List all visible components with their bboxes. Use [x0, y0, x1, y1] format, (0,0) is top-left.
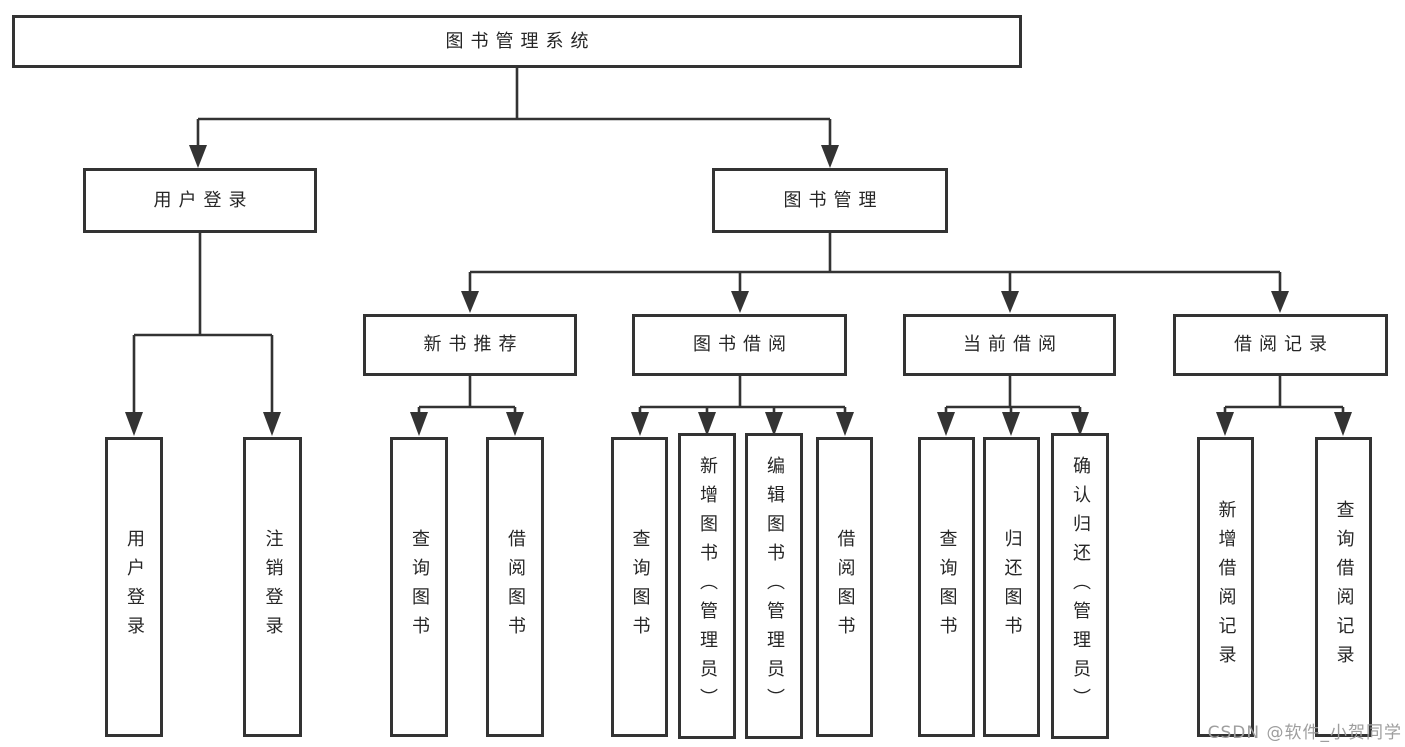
arrow-down-icon — [125, 412, 143, 436]
node-book-borrow: 图书借阅 — [632, 314, 847, 376]
node-book-management: 图书管理 — [712, 168, 948, 233]
leaf-add-borrow-record: 新增借阅记录 — [1197, 437, 1254, 737]
leaf-user-login: 用户登录 — [105, 437, 163, 737]
watermark: CSDN @软件_小贺同学 — [1207, 723, 1402, 743]
node-library-system: 图书管理系统 — [12, 15, 1022, 68]
leaf-logout: 注销登录 — [243, 437, 302, 737]
arrow-down-icon — [461, 291, 479, 313]
connector-new-book-recommend — [410, 376, 524, 436]
arrow-down-icon — [765, 412, 783, 436]
leaf-borrow-book: 借阅图书 — [816, 437, 873, 737]
arrow-down-icon — [1001, 291, 1019, 313]
leaf-query-borrow-record: 查询借阅记录 — [1315, 437, 1372, 737]
arrow-down-icon — [836, 412, 854, 436]
connector-book-management — [461, 233, 1289, 313]
arrow-down-icon — [1334, 412, 1352, 436]
connector-user-login — [125, 233, 281, 436]
connector-current-borrow — [937, 376, 1089, 436]
connector-borrow-record — [1216, 376, 1352, 436]
arrow-down-icon — [263, 412, 281, 436]
leaf-edit-book-admin: 编辑图书（管理员） — [745, 433, 803, 739]
arrow-down-icon — [1271, 291, 1289, 313]
leaf-borrow-book-recommend: 借阅图书 — [486, 437, 544, 737]
leaf-query-book-recommend: 查询图书 — [390, 437, 448, 737]
leaf-add-book-admin: 新增图书（管理员） — [678, 433, 736, 739]
leaf-query-book-current: 查询图书 — [918, 437, 975, 737]
node-new-book-recommend: 新书推荐 — [363, 314, 577, 376]
arrow-down-icon — [698, 412, 716, 436]
node-borrow-record: 借阅记录 — [1173, 314, 1388, 376]
leaf-query-book-borrow: 查询图书 — [611, 437, 668, 737]
node-current-borrow: 当前借阅 — [903, 314, 1116, 376]
connector-book-borrow — [631, 376, 854, 436]
arrow-down-icon — [1071, 412, 1089, 436]
leaf-return-book: 归还图书 — [983, 437, 1040, 737]
connector-root — [189, 68, 839, 168]
arrow-down-icon — [410, 412, 428, 436]
arrow-down-icon — [937, 412, 955, 436]
arrow-down-icon — [1216, 412, 1234, 436]
arrow-down-icon — [821, 145, 839, 168]
node-user-login: 用户登录 — [83, 168, 317, 233]
arrow-down-icon — [506, 412, 524, 436]
arrow-down-icon — [189, 145, 207, 168]
leaf-confirm-return-admin: 确认归还（管理员） — [1051, 433, 1109, 739]
arrow-down-icon — [631, 412, 649, 436]
arrow-down-icon — [731, 291, 749, 313]
arrow-down-icon — [1002, 412, 1020, 436]
